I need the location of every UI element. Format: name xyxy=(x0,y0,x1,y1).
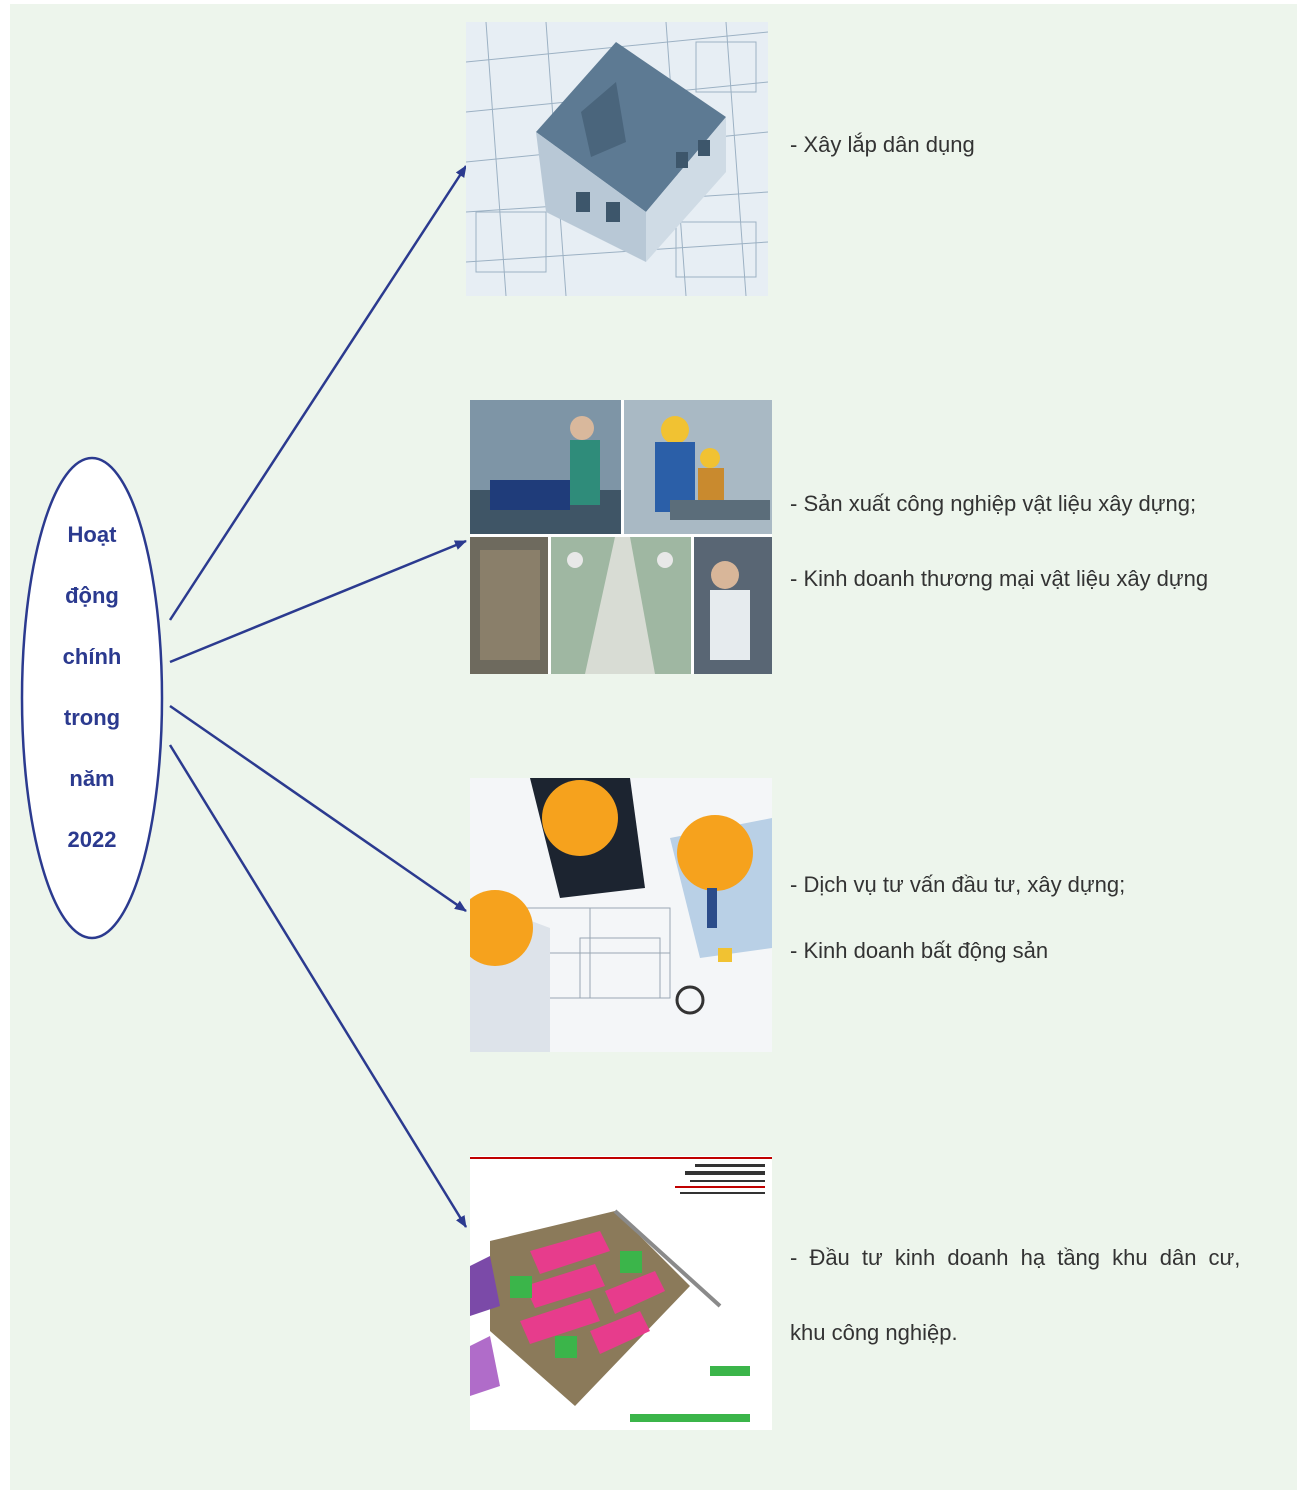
center-label-line: động xyxy=(65,583,119,608)
caption-line: - Xây lắp dân dụng xyxy=(790,132,975,157)
center-label-line: trong xyxy=(63,705,121,730)
center-label-line: 2022 xyxy=(67,827,117,852)
caption-line: - Kinh doanh bất động sản xyxy=(790,938,1049,963)
caption-dich-vu: - Dịch vụ tư vấn đầu tư, xây dựng; - Kin… xyxy=(790,872,1125,964)
arrow-to-san-xuat xyxy=(169,539,467,664)
caption-ha-tang: - Đầu tư kinh doanh hạ tầng khu dân cư, … xyxy=(790,1245,1240,1346)
arrow-to-ha-tang xyxy=(168,744,468,1228)
arrow-to-dich-vu xyxy=(169,704,467,913)
factory-workers-collage xyxy=(470,400,772,674)
center-ellipse xyxy=(20,456,164,940)
caption-line: - Kinh doanh thương mại vật liệu xây dựn… xyxy=(790,566,1209,591)
caption-line: - Dịch vụ tư vấn đầu tư, xây dựng; xyxy=(790,872,1126,897)
engineers-planning-photo xyxy=(470,778,772,1052)
caption-san-xuat: - Sản xuất công nghiệp vật liệu xây dựng… xyxy=(790,491,1208,592)
center-label-line: Hoạt xyxy=(67,522,117,547)
center-label-line: chính xyxy=(62,644,122,669)
caption-xay-lap: - Xây lắp dân dụng xyxy=(790,132,975,158)
residential-zone-masterplan xyxy=(470,1156,772,1430)
arrow-to-xay-lap xyxy=(168,165,468,621)
center-label: Hoạt động chính trong năm 2022 xyxy=(24,520,160,886)
caption-line: - Sản xuất công nghiệp vật liệu xây dựng… xyxy=(790,491,1197,516)
caption-line: - Đầu tư kinh doanh hạ tầng khu dân cư, xyxy=(790,1245,1241,1270)
caption-line: khu công nghiệp. xyxy=(790,1320,958,1345)
house-blueprint-photo xyxy=(466,22,768,296)
center-label-line: năm xyxy=(69,766,115,791)
